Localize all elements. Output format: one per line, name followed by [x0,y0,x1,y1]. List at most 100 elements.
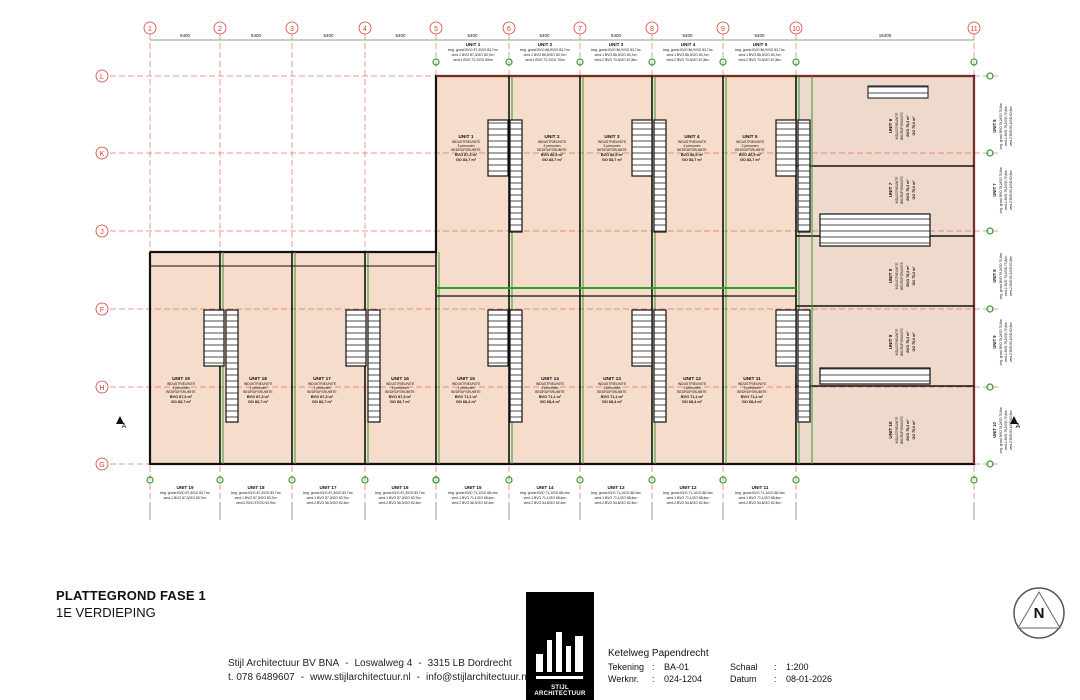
stair-run [775,119,797,177]
room-type: INDUSTRIEUNITE [598,382,627,386]
room-name-upper: UNIT 5 [742,134,758,140]
unit-area-second: verd.2 BVO 70,5/GO 67,8m² [595,58,639,62]
grid-bubble-left-J [95,224,109,238]
unit-area-name-top: UNIT 3 [609,42,624,47]
unit-area-second: verd.2 BVO 65,1/GO 62,6m² [1009,256,1013,296]
room-go: GO 75,6 m² [912,332,916,352]
logo-mark-icon [536,632,583,679]
stair-run [797,119,811,233]
unit-area-ground: beg. grond BVO 87,3/GO 83,7m² [160,491,210,495]
room-type: INDUSTRIEUNITE [895,263,899,290]
column-marker [719,58,727,66]
office-website: www.stijlarchitectuur.nl [310,672,411,683]
floor-east-wing [795,75,975,465]
unit-area-ground: beg. grond BVO 87,3/GO 83,7m² [303,491,353,495]
room-occupancy: 3 personen [742,144,759,148]
unit-area-name-bottom: UNIT 14 [536,485,554,490]
column-marker [648,476,656,484]
unit-area-name-bottom: UNIT 17 [319,485,337,490]
room-name-upper: UNIT 3 [604,134,620,140]
room-bvo: BVO 71,1 m² [455,395,478,399]
room-bvo: BVO 87,3 m² [247,395,270,399]
room-name-east: UNIT 9 [888,334,893,349]
section-arrow-icon [1010,416,1018,424]
dimension-spacing: 15400 [879,33,892,38]
unit-area-second: verd.2 BVO 57/GO 54,9m² [236,501,277,505]
unit-area-second: verd.2 BVO 56,9/GO 52,4m² [379,501,423,505]
room-bvo: BVO 78,2 m² [906,115,910,137]
room-bvo: BVO 86,9 m² [739,153,762,157]
room-use: BEDRIJFSRUIMTE [451,390,481,394]
room-bvo: BVO 86,9 m² [541,153,564,157]
project-name: Ketelweg Papendrecht [608,648,709,659]
room-use: BEDRIJFSRUIMTE [900,262,904,290]
column-marker [986,460,994,468]
grid-label-top-1: 1 [148,26,152,33]
room-bvo: BVO 71,1 m² [741,395,764,399]
unit-area-ground: beg. grond BVO 86,9/GO 83,7m² [591,48,641,52]
unit-area-ground: beg. grond BVO 78,2/GO 75,6m² [999,253,1003,300]
room-occupancy: 3 personen [604,144,621,148]
tekening-label: Tekening [608,662,645,672]
room-occupancy: 4 personen [684,144,701,148]
room-go: GO 75,6 m² [912,180,916,200]
grid-label-left-J: J [100,229,104,236]
unit-area-name-bottom: UNIT 13 [607,485,625,490]
room-go: GO 75,6 m² [912,266,916,286]
grid-label-top-2: 2 [218,26,222,33]
unit-area-first: verd.1 BVO 78,2/GO 75,6m² [1004,322,1008,362]
unit-area-first: verd.1 BVO 78,2/GO 75,6m² [1004,170,1008,210]
schaal-value: 1:200 [786,662,809,672]
room-type: INDUSTRIEUNITE [736,140,765,144]
section-marker-left: A [122,423,127,430]
room-type: INDUSTRIEUNITE [895,177,899,204]
werknr-label: Werknr. [608,674,639,684]
room-name-lower: UNIT 19 [172,376,190,382]
unit-area-name-bottom: UNIT 12 [679,485,697,490]
column-marker [970,476,978,484]
room-type: INDUSTRIEUNITE [678,382,707,386]
grid-bubble-left-L [95,69,109,83]
unit-area-first: verd.1 BVO 71,1/GO 68,4m² [595,496,639,500]
unit-area-name-east: UNIT 7 [992,183,997,197]
drawing-subtitle: 1E VERDIEPING [56,605,156,620]
svg-text:N: N [1034,605,1045,622]
unit-area-second: verd.2 BVO 70,5/GO 67,8m² [739,58,783,62]
room-go: GO 83,7 m² [171,400,192,404]
room-bvo: BVO 87,3 m² [311,395,334,399]
room-type: INDUSTRIEUNITE [895,329,899,356]
room-name-lower: UNIT 11 [743,376,761,382]
room-use: BEDRIJFSRUIMTE [735,148,765,152]
grid-label-top-3: 3 [290,26,294,33]
room-type: INDUSTRIEUNITE [895,417,899,444]
stair-run [345,309,367,367]
stair-run [509,309,523,423]
room-go: GO 75,6 m² [912,116,916,136]
room-type: INDUSTRIEUNITE [738,382,767,386]
room-name-upper: UNIT 4 [684,134,700,140]
grid-label-top-6: 6 [507,26,511,33]
room-go: GO 83,7 m² [682,158,703,162]
dimension-spacing: 5400 [180,33,191,38]
unit-area-second: verd.2 BVO 56,9/GO 52,4m² [307,501,351,505]
room-occupancy: 4 personen [314,386,331,390]
room-use: BEDRIJFSRUIMTE [451,148,481,152]
office-details: Stijl Architectuur BV BNA-Loswalweg 4-33… [228,658,529,683]
column-marker [216,476,224,484]
unit-area-second: verd.2 BVO 56,9/GO 52,4m² [452,501,496,505]
room-go: GO 83,7 m² [542,158,563,162]
room-name-east: UNIT 10 [888,421,893,439]
grid-bubble-top-5 [429,21,443,35]
room-bvo: BVO 78,2 m² [906,419,910,441]
unit-area-ground: beg. grond BVO 86,9/GO 83,7m² [735,48,785,52]
room-use: BEDRIJFSRUIMTE [307,390,337,394]
room-go: GO 83,7 m² [740,158,761,162]
grid-bubble-top-7 [573,21,587,35]
room-occupancy: 4 personen [392,386,409,390]
column-marker [970,58,978,66]
room-use: BEDRIJFSRUIMTE [597,148,627,152]
dimension-spacing: 5400 [251,33,262,38]
room-bvo: BVO 71,1 m² [681,395,704,399]
room-name-lower: UNIT 12 [683,376,701,382]
room-use: BEDRIJFSRUIMTE [737,390,767,394]
